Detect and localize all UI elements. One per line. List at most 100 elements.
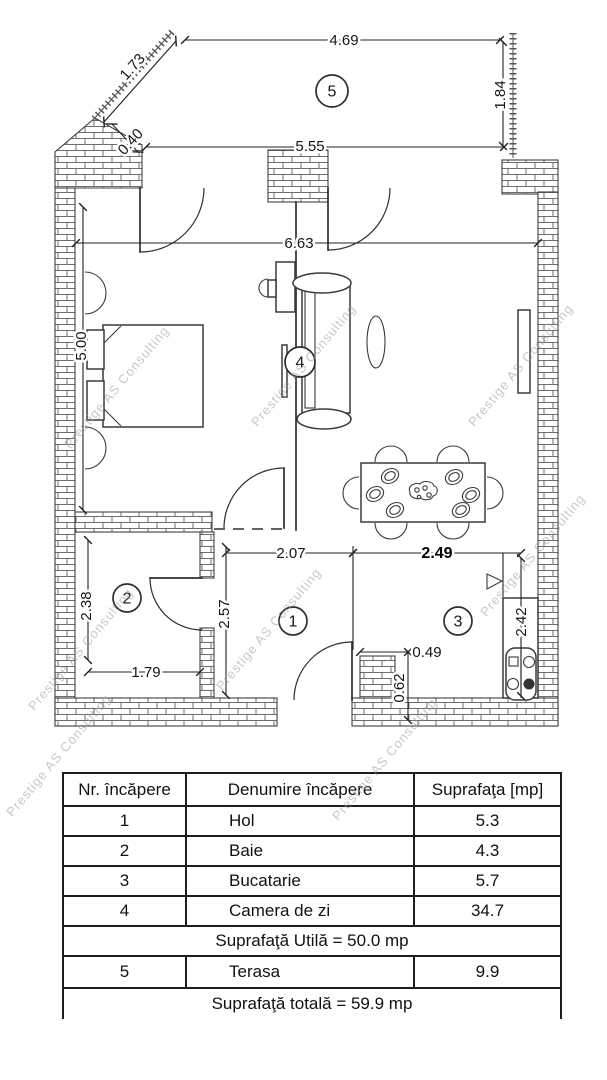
- brick-wall-left: [54, 187, 76, 727]
- table-row: 2 Baie 4.3: [64, 837, 560, 867]
- room-circle-4: [284, 346, 316, 378]
- stove-burner: [506, 677, 520, 691]
- bath-door-arc: [149, 577, 203, 631]
- watermark: Prestige AS Consulting: [248, 301, 359, 429]
- brick-wall-bottom-left: [54, 697, 278, 727]
- dim-terrace-bottom: 5.55: [295, 138, 324, 155]
- watermark: Prestige AS Consulting: [465, 301, 576, 429]
- bed-fold-mark-top: [103, 325, 122, 344]
- dim-terrace-right: 1.84: [492, 80, 509, 109]
- chair-bottom-left: [374, 522, 408, 540]
- room-label-3: 3: [454, 614, 463, 631]
- header-denumire: Denumire încăpere: [187, 774, 415, 805]
- bed-fold-mark-bottom: [103, 408, 122, 427]
- bed-pillow-bottom: [86, 380, 105, 421]
- dining-table: [360, 462, 486, 523]
- watermark: Prestige AS Consulting: [477, 491, 588, 619]
- sofa-cushion-bottom: [296, 408, 352, 430]
- dim-kitchen-width: 2.49: [421, 545, 452, 562]
- tv-panel: [275, 261, 296, 313]
- chair-top-right: [436, 445, 470, 463]
- tv-knob: [258, 278, 269, 298]
- chair-bottom-right: [436, 522, 470, 540]
- media-shelf: [281, 344, 288, 398]
- room-label-4: 4: [296, 355, 305, 372]
- useful-area-text: Suprafaţă Utilă = 50.0 mp: [215, 931, 409, 950]
- cell-area: 5.3: [475, 811, 500, 830]
- tv-base: [267, 279, 277, 298]
- table-row: 3 Bucatarie 5.7: [64, 867, 560, 897]
- watermark: Prestige AS Consulting: [61, 323, 172, 451]
- room-label-1: 1: [289, 614, 298, 631]
- table-row-terasa: 5 Terasa 9.9: [64, 957, 560, 989]
- chair-left: [342, 476, 360, 510]
- furniture: [84, 261, 539, 701]
- wall-lamp-upper: [84, 271, 107, 315]
- kitchen-counter: [502, 597, 539, 699]
- brick-wall-corner-topleft: [54, 117, 143, 189]
- cell-nr: 3: [64, 867, 187, 895]
- dim-niche-width: 0.49: [412, 644, 441, 661]
- radiator-shelf: [517, 309, 531, 394]
- cell-area: 34.7: [470, 901, 505, 920]
- room-circle-1: [278, 606, 308, 636]
- terrace-door-left-arc: [139, 187, 205, 253]
- table-row: 4 Camera de zi 34.7: [64, 897, 560, 927]
- hall-door-arc: [223, 467, 285, 529]
- brick-wall-right: [537, 191, 559, 727]
- terrace: [90, 29, 517, 158]
- plant: [366, 315, 386, 369]
- cell-nr: 2: [64, 837, 187, 865]
- cell-nr: 4: [64, 897, 187, 925]
- plates: [365, 467, 481, 519]
- cell-name: Baie: [187, 837, 415, 865]
- terrace-railing-diagonal-line: [92, 31, 173, 121]
- header-suprafata: Suprafaţa [mp]: [431, 779, 544, 799]
- dim-bath-width: 1.79: [131, 664, 160, 681]
- watermark: Prestige AS Consulting: [25, 585, 136, 713]
- room-label-5: 5: [328, 84, 337, 101]
- cell-name: Camera de zi: [187, 897, 415, 925]
- stove-burner-dark: [523, 678, 535, 690]
- total-area-row: Suprafaţă totală = 59.9 mp: [64, 989, 560, 1019]
- cell-area: 9.9: [475, 962, 500, 981]
- table-row: 1 Hol 5.3: [64, 807, 560, 837]
- dim-living-height: 5.00: [73, 331, 90, 360]
- room-circle-3: [443, 606, 473, 636]
- brick-wall-corner-topright: [501, 159, 559, 195]
- cell-nr: 5: [64, 957, 187, 987]
- dim-hall-height: 2.57: [216, 599, 233, 628]
- room-labels: 5 4 2 1 3: [112, 74, 473, 636]
- cell-name: Bucatarie: [187, 867, 415, 895]
- dim-niche-height: 0.62: [391, 673, 408, 702]
- brick-pier-top-center: [267, 149, 329, 203]
- terrace-railing-diagonal: [90, 29, 175, 123]
- table-header-row: Nr. încăpere Denumire încăpere Suprafaţa…: [64, 774, 560, 807]
- room-circle-2: [112, 583, 142, 613]
- stove-control: [508, 656, 519, 667]
- sofa-backrest: [304, 290, 316, 409]
- entrance-door-arc: [293, 641, 353, 701]
- watermarks: Prestige AS Consulting Prestige AS Consu…: [3, 301, 588, 823]
- bed: [102, 324, 204, 428]
- exterior-walls: [54, 117, 559, 727]
- room-circle-5: [315, 74, 349, 108]
- sofa-body: [301, 286, 351, 414]
- watermark: Prestige AS Consulting: [213, 565, 324, 693]
- cell-area: 5.7: [475, 871, 500, 890]
- dim-terrace-wall: 0.40: [115, 125, 147, 158]
- dim-hall-width: 2.07: [276, 545, 305, 562]
- kitchen-vent-triangle: [486, 573, 504, 590]
- useful-area-row: Suprafaţă Utilă = 50.0 mp: [64, 927, 560, 957]
- room-label-2: 2: [123, 591, 132, 608]
- sofa-cushion-top: [292, 272, 352, 294]
- dim-terrace-top: 4.69: [329, 32, 358, 49]
- bed-pillow-top: [86, 329, 105, 370]
- brick-wall-bath-right-upper: [199, 531, 215, 579]
- brick-pier-kitchen: [359, 655, 396, 699]
- stove: [505, 647, 537, 701]
- dim-terrace-diag: 1.73: [117, 50, 149, 83]
- partitions-and-doors: [139, 187, 504, 701]
- brick-wall-bottom-right: [351, 697, 559, 727]
